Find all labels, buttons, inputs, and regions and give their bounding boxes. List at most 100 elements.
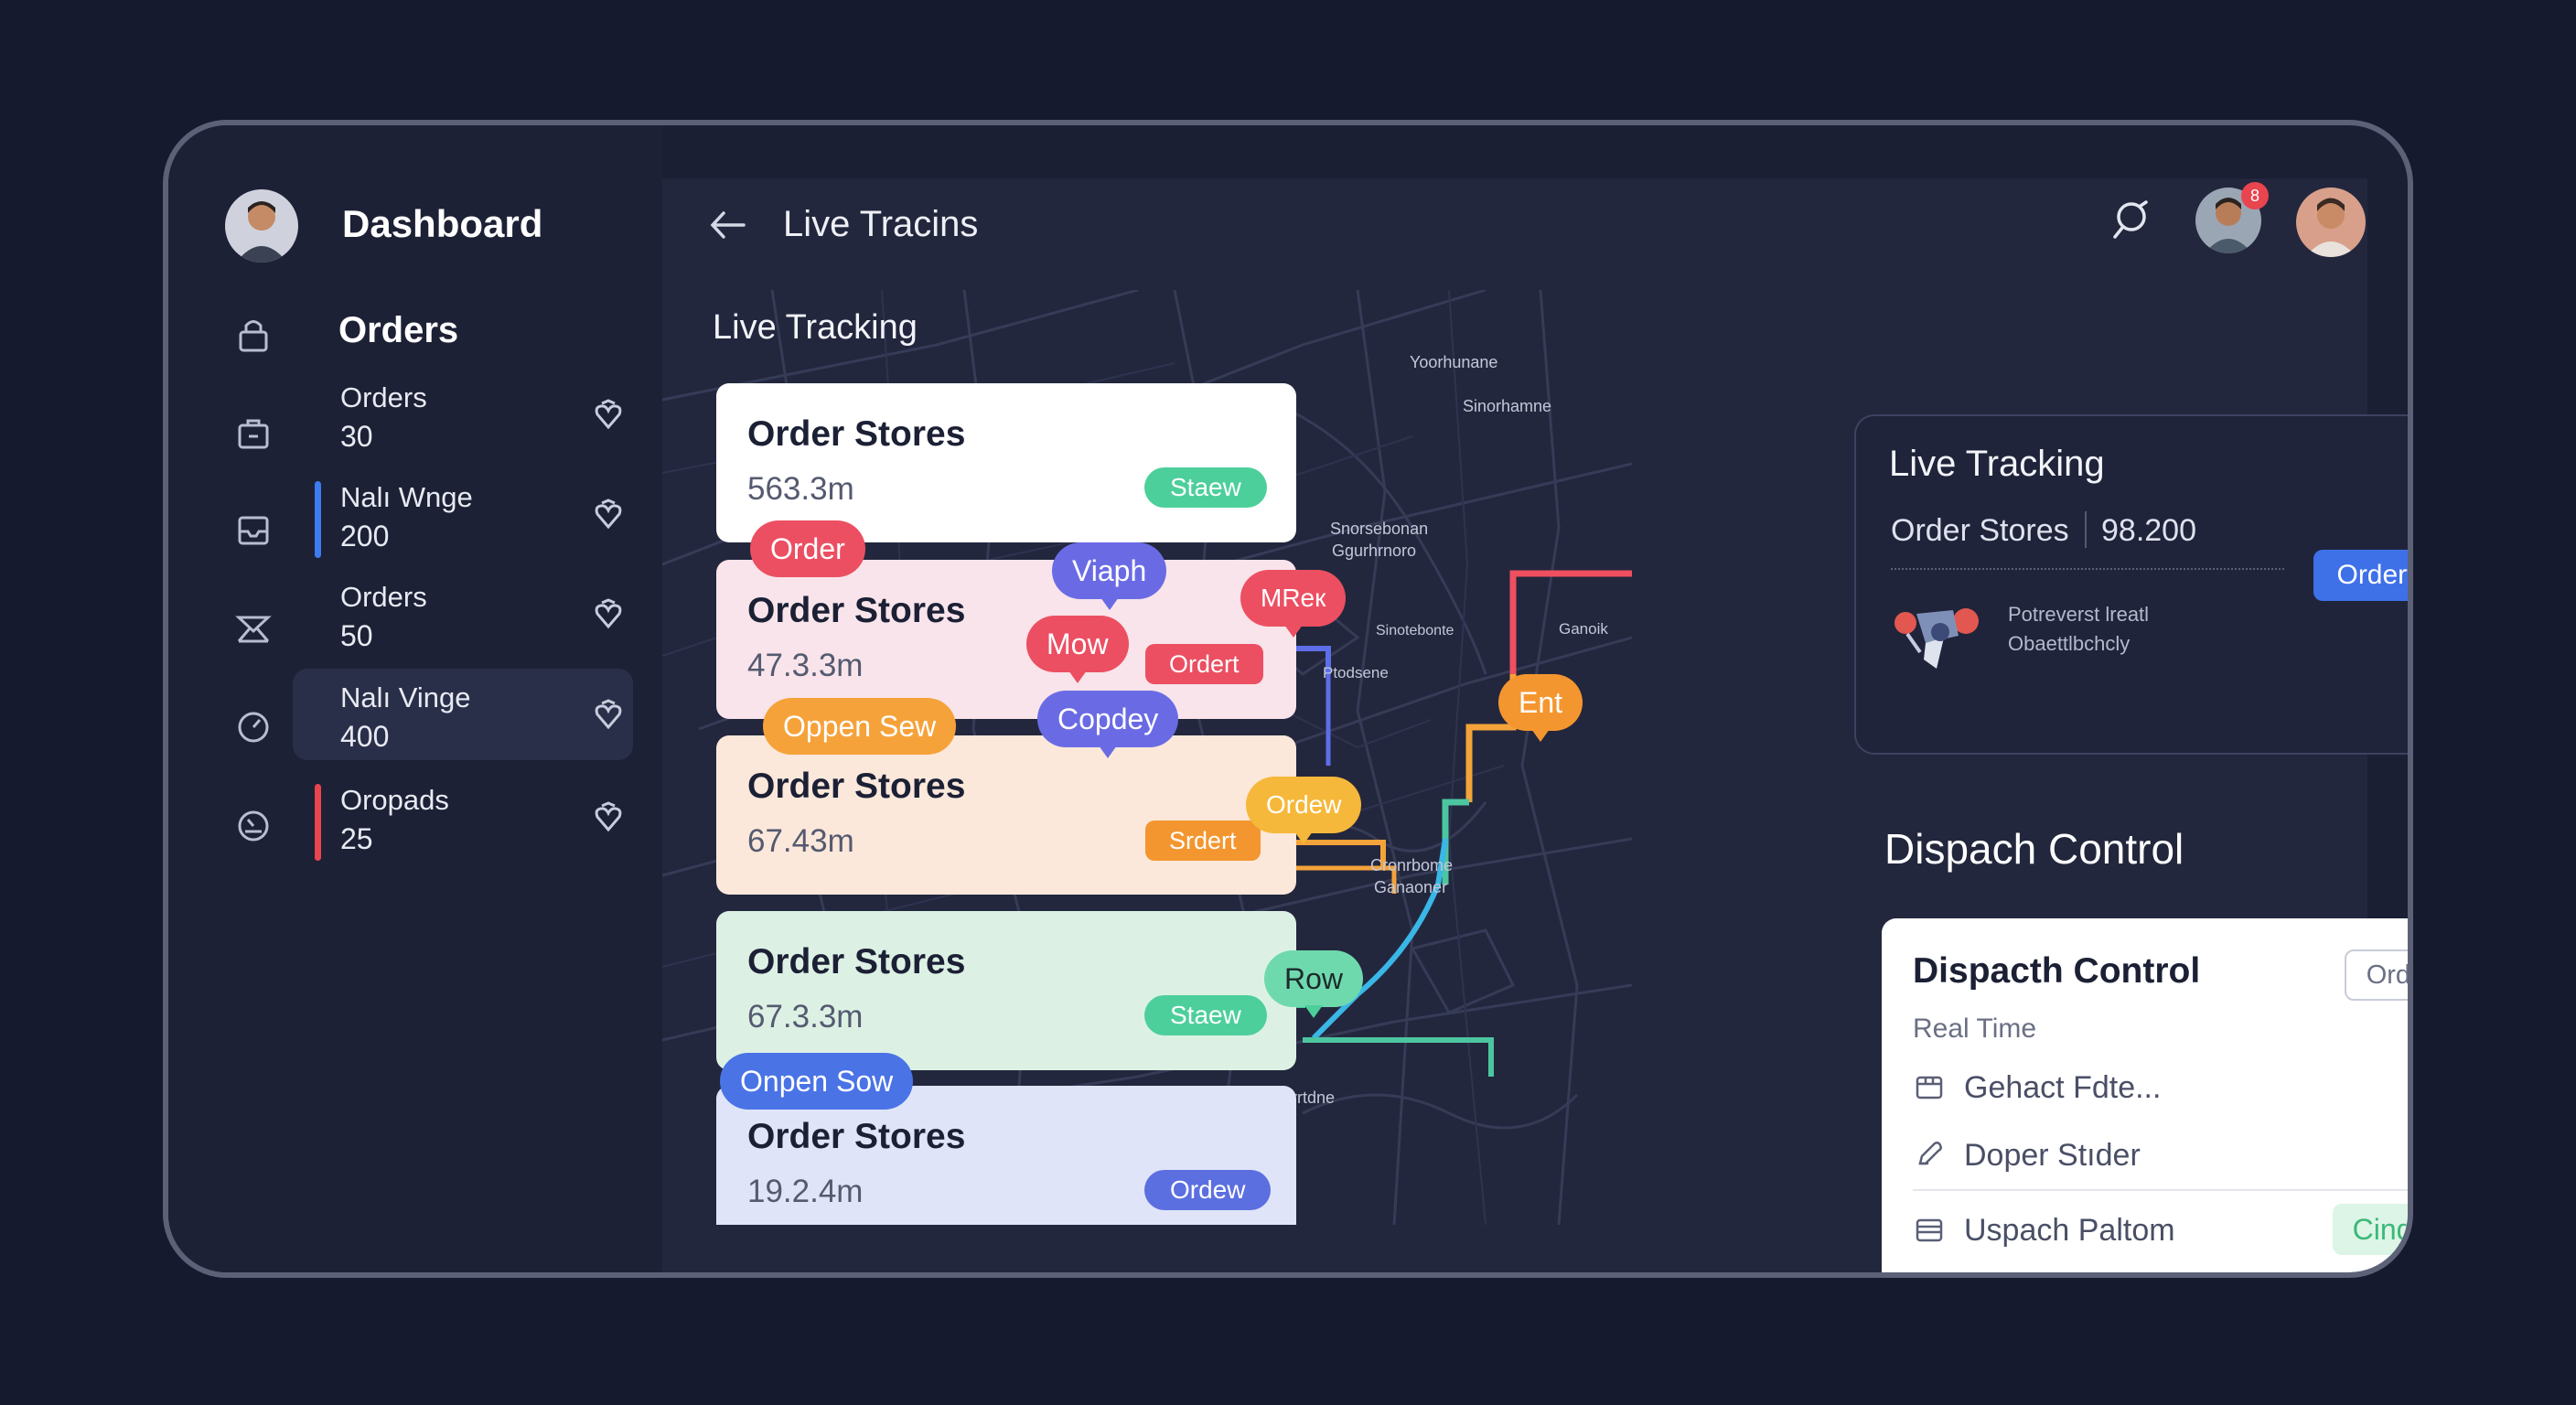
street-label: rrtdne [1292,1089,1336,1107]
order-card[interactable]: Order Stores 67.43m [716,735,1296,895]
favorite-icon[interactable] [591,597,626,632]
live-tracking-panel: Live Tracking Order Stores 98.200 Ordert… [1854,414,2408,755]
dotted-divider [1891,568,2284,570]
package-icon [1913,1070,1946,1103]
order-card[interactable]: Order Stores 563.3m Staew [716,383,1296,542]
dashboard-dial-icon[interactable] [232,804,274,846]
divider [1913,1189,2408,1191]
favorite-icon[interactable] [591,698,626,733]
map-tag-ordew[interactable]: Ordew [1246,777,1362,844]
map-tag-oppen-sew[interactable]: Oppen Sew [763,698,957,755]
sidebar-item-nali-vinge[interactable]: Nalı Vinge 400 [293,669,633,760]
status-badge[interactable]: Cinden [2332,1204,2408,1255]
street-label: Cronrbome [1370,856,1454,874]
favorite-icon[interactable] [591,398,626,433]
dispatch-row[interactable]: Doper Stıder 200 [1913,1127,2408,1182]
user-avatar[interactable] [225,189,298,263]
map-tag-copdey[interactable]: Copdey [1037,691,1179,758]
dispatch-control-card: Dispacth Control Orden Real Time Gehact … [1882,918,2413,1272]
street-label: Ggurhrnoro [1332,542,1417,560]
order-card-title: Order Stores [747,767,966,806]
dispatch-card-title: Dispacth Control [1913,951,2201,991]
dashboard-title: Dashboard [342,202,543,245]
order-button[interactable]: Ordert [2313,550,2408,601]
sidebar-item-label: Nalı Wnge [340,481,473,513]
sidebar-item-count: 30 [340,420,373,453]
street-label: Ganaoner [1374,878,1448,896]
sidebar-item-orders-2[interactable]: Orders 50 [293,568,633,660]
favorite-icon[interactable] [591,498,626,532]
sidebar-item-label: Oropads [340,784,449,816]
map-tag-onpen-sow[interactable]: Onpen Sow [720,1053,914,1110]
order-card[interactable]: Order Stores 47.3.3m [716,560,1296,719]
street-label: Sinorhamne [1463,397,1552,415]
calendar-icon [1913,1213,1946,1246]
panel-title: Live Tracking [1889,444,2105,484]
street-label: Snorsebonan [1330,520,1429,538]
dispatch-row[interactable]: Gehact Fdte... 200 [1913,1059,2413,1114]
notification-badge: 8 [2241,182,2269,209]
order-card-distance: 47.3.3m [747,648,864,683]
status-indicator [315,784,321,861]
panel-note: Potreverst lreatl [2008,603,2150,626]
panel-store-value: 98.200 [2101,513,2196,548]
dispatch-subtitle: Real Time [1913,1014,2037,1044]
search-icon[interactable] [2106,195,2157,246]
sidebar-item-count: 25 [340,822,373,855]
orders-section-title: Orders [338,310,459,350]
map-tag-viaph[interactable]: Viaph [1052,542,1167,610]
dispatch-control-heading: Dispach Control [1884,825,2184,873]
dispatch-row-value: 200 [2410,1068,2413,1107]
map-tag-order[interactable]: Order [750,520,865,577]
order-card-badge[interactable]: Staew [1144,995,1267,1035]
briefcase-icon[interactable] [232,413,274,455]
sidebar-item-count: 400 [340,720,390,753]
street-label: Ptodsene [1323,664,1389,681]
map-tag-row[interactable]: Row [1264,950,1364,1018]
map-tag-mrek[interactable]: MReк [1240,570,1347,638]
profile-avatar[interactable] [2296,188,2366,257]
dispatch-row[interactable]: Uspach Paltom Cinden [1913,1202,2408,1257]
sidebar-item-oropads[interactable]: Oropads 25 [293,771,633,863]
map-tag-ent[interactable]: Ent [1498,674,1583,742]
sidebar-item-label: Nalı Vinge [340,681,471,713]
delivery-illustration-icon [1889,595,1997,683]
order-card-title: Order Stores [747,942,966,981]
order-card[interactable]: Order Stores 67.3.3m Staew [716,911,1296,1070]
favorite-icon[interactable] [591,800,626,835]
app-window: Dashboard Orders Orders 30 Nalı Wnge 20 [163,120,2413,1278]
live-tracking-heading: Live Tracking [713,308,918,347]
order-card-badge[interactable]: Ordew [1144,1170,1272,1210]
sidebar-item-orders[interactable]: Orders 30 [293,369,633,460]
dispatch-row-label: Doper Stıder [1964,1138,2141,1173]
street-label: Ganoik [1559,620,1608,638]
order-card-distance: 19.2.4m [747,1174,864,1209]
active-indicator [315,481,321,558]
sidebar-item-count: 200 [340,520,390,552]
lock-icon[interactable] [232,314,274,356]
panel-store-label: Order Stores [1891,513,2069,548]
order-card-title: Order Stores [747,1117,966,1156]
envelope-icon[interactable] [232,608,274,650]
panel-note: Obaettlbchcly [2008,632,2131,655]
dispatch-row-label: Gehact Fdte... [1964,1070,2162,1105]
dispatch-order-button[interactable]: Orden [2345,949,2408,1001]
route-badge[interactable]: Ordert [1145,644,1263,684]
sidebar: Dashboard Orders Orders 30 Nalı Wnge 20 [168,125,662,1272]
sidebar-item-nali-wnge[interactable]: Nalı Wnge 200 [293,468,633,560]
order-card-badge[interactable]: Staew [1144,467,1267,508]
order-card-distance: 67.43m [747,823,854,859]
separator [2085,511,2087,548]
dispatch-row-label: Uspach Paltom [1964,1213,2175,1248]
sidebar-item-count: 50 [340,619,373,652]
street-label: Yoorhunane [1410,353,1498,371]
inbox-icon[interactable] [232,509,274,552]
order-card-title: Order Stores [747,591,966,630]
street-label: Sinotebonte [1376,623,1454,638]
page-title: Live Tracins [783,204,979,244]
back-arrow-icon[interactable] [703,200,753,250]
gauge-icon[interactable] [232,705,274,747]
route-badge[interactable]: Srdert [1145,820,1261,861]
map-tag-mow[interactable]: Mow [1026,616,1129,683]
pencil-icon [1913,1138,1946,1171]
